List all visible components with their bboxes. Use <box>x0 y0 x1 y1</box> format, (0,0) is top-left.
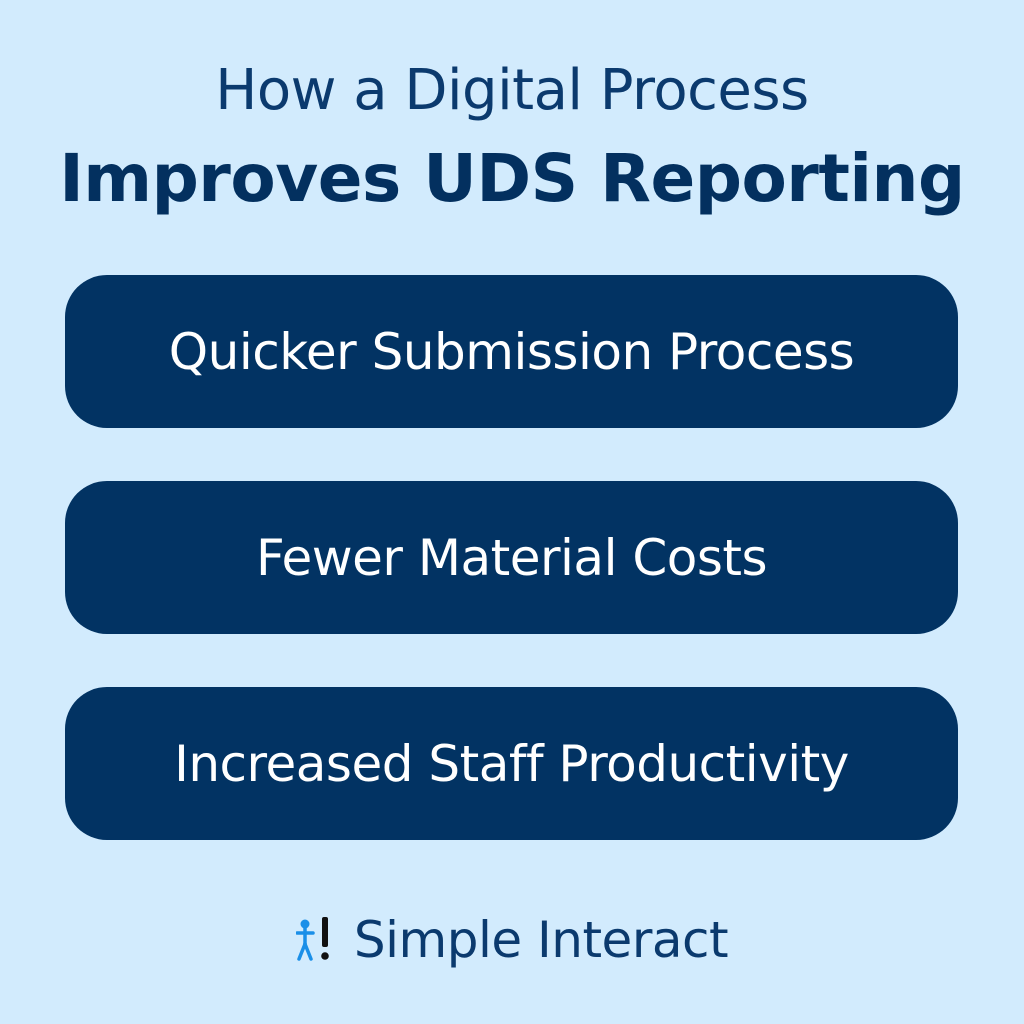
benefit-card-fewer-costs: Fewer Material Costs <box>65 481 958 634</box>
benefit-label: Increased Staff Productivity <box>174 734 849 793</box>
benefit-card-staff-productivity: Increased Staff Productivity <box>65 687 958 840</box>
title-line-1: How a Digital Process <box>215 58 809 123</box>
title-line-2: Improves UDS Reporting <box>59 140 965 217</box>
footer-logo: Simple Interact <box>0 900 1024 980</box>
brand-name: Simple Interact <box>353 911 729 969</box>
benefit-card-quicker-submission: Quicker Submission Process <box>65 275 958 428</box>
benefit-label: Fewer Material Costs <box>255 528 768 587</box>
person-exclamation-icon <box>295 917 340 963</box>
benefit-label: Quicker Submission Process <box>168 322 855 381</box>
